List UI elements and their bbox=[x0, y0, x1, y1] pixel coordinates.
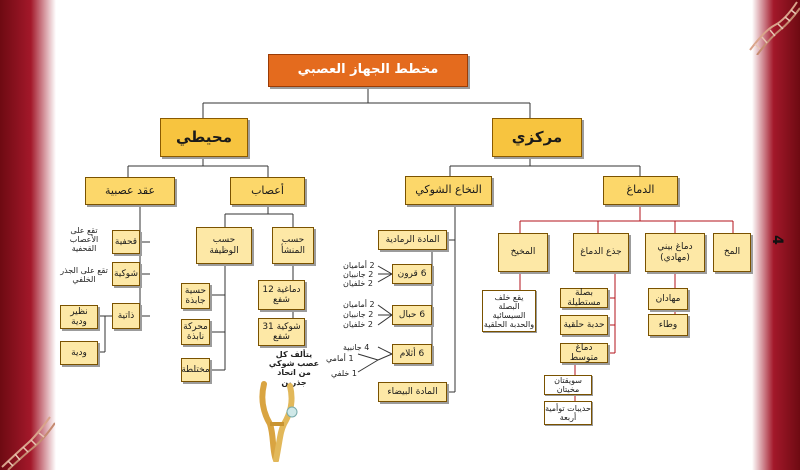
horns-item: 6 قرون bbox=[392, 264, 432, 284]
commissures-count-3: 1 خلفي bbox=[331, 369, 357, 378]
diencephalon-node: دماغ بيني (مهادي) bbox=[645, 233, 705, 272]
by-origin-node: حسب المنشأ bbox=[272, 227, 314, 264]
sensory-afferent-item: حسية جابذة bbox=[181, 283, 210, 309]
horns-count-3: 2 خلفيان bbox=[343, 279, 373, 288]
grey-matter-item: المادة الرمادية bbox=[378, 230, 447, 250]
ganglia-node: عقد عصبية bbox=[85, 177, 175, 205]
diagram-title: مخطط الجهاز العصبي bbox=[268, 54, 468, 87]
nerve-illustration-icon bbox=[250, 380, 305, 462]
cerebellum-node: المخيخ bbox=[498, 233, 548, 272]
cerebrum-node: المخ bbox=[713, 233, 751, 272]
spinal-ganglia-item: شوكية bbox=[112, 262, 140, 286]
cranial-nerves-item: دماغية 12 شفع bbox=[258, 280, 305, 310]
cords-item: 6 حبال bbox=[392, 305, 432, 325]
commissures-count-1: 4 جانبية bbox=[343, 343, 369, 352]
hypothalamus-item: وطاء bbox=[648, 314, 688, 336]
cranial-ganglia-note: تقع على الأعصاب القحفية bbox=[58, 226, 110, 254]
cranial-ganglia-item: قحفية bbox=[112, 230, 140, 254]
cords-count-3: 2 خلفيان bbox=[343, 320, 373, 329]
autonomic-ganglia-item: ذاتية bbox=[112, 303, 140, 329]
spinal-nerves-item: شوكية 31 شفع bbox=[258, 318, 305, 346]
horns-count-1: 2 أماميان bbox=[343, 261, 375, 270]
quadrigeminal-bodies-item: حديبات توأمية أربعة bbox=[544, 401, 592, 425]
horns-count-2: 2 جانبيان bbox=[343, 270, 373, 279]
brain-node: الدماغ bbox=[603, 176, 678, 205]
sympathetic-item: ودية bbox=[60, 341, 98, 365]
brainstem-node: جذع الدماغ bbox=[573, 233, 629, 272]
midbrain-item: دماغ متوسط bbox=[560, 343, 608, 363]
by-function-node: حسب الوظيفة bbox=[196, 227, 252, 264]
commissures-item: 6 أثلام bbox=[392, 344, 432, 364]
central-nervous-system-node: مركزي bbox=[492, 118, 582, 157]
spinal-cord-node: النخاع الشوكي bbox=[405, 176, 492, 205]
parasympathetic-item: نظير ودية bbox=[60, 305, 98, 329]
thalamus-item: مهادان bbox=[648, 288, 688, 310]
cerebral-peduncles-item: سويقتان مخيتان bbox=[544, 375, 592, 395]
motor-efferent-item: محركة نابذة bbox=[181, 319, 210, 345]
nerves-node: أعصاب bbox=[230, 177, 305, 205]
cords-count-2: 2 جانبيان bbox=[343, 310, 373, 319]
commissures-count-2: 1 أمامي bbox=[326, 354, 354, 363]
mixed-item: مختلطة bbox=[181, 358, 210, 382]
cords-count-1: 2 أماميان bbox=[343, 300, 375, 309]
medulla-item: بصلة مستطيلة bbox=[560, 288, 608, 308]
pons-item: حدبة حلقية bbox=[560, 315, 608, 335]
spinal-ganglia-note: تقع على الجذر الخلفي bbox=[58, 266, 110, 284]
cerebellum-location-note: يقع خلف البصلة السيسائية والحدبة الحلقية bbox=[482, 290, 536, 332]
peripheral-nervous-system-node: محيطي bbox=[160, 118, 248, 157]
white-matter-item: المادة البيضاء bbox=[378, 382, 447, 402]
